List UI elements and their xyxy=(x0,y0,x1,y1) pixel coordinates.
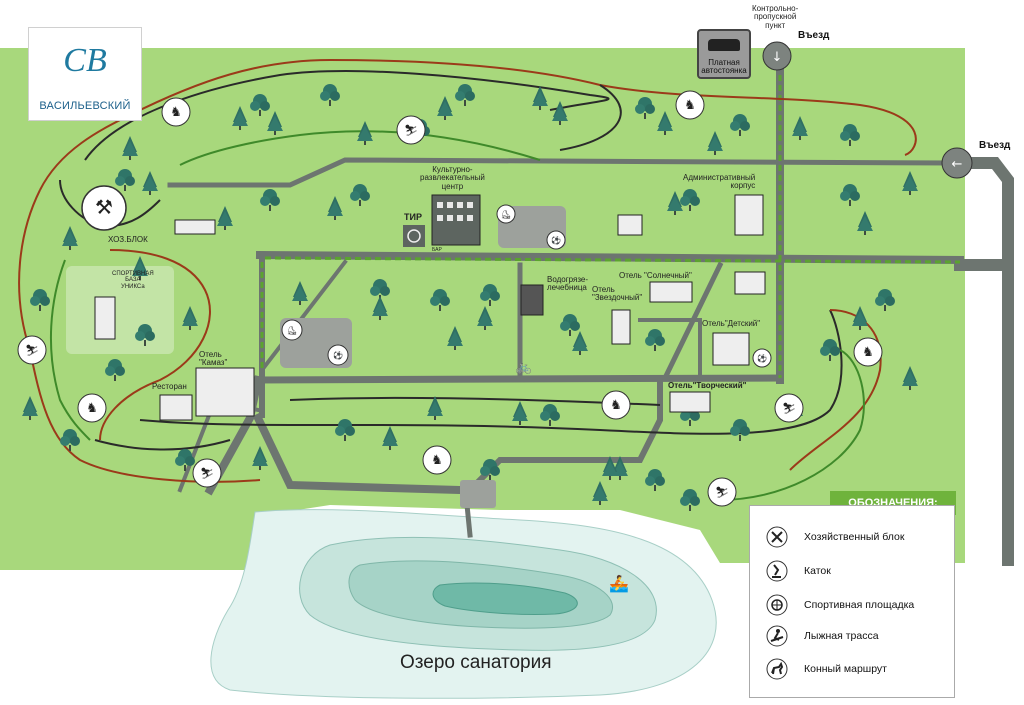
svg-text:♞: ♞ xyxy=(86,401,98,416)
paid-parking: Платная автостоянка xyxy=(697,29,751,79)
svg-text:⛸: ⛸ xyxy=(287,326,297,335)
svg-text:⛸: ⛸ xyxy=(501,210,511,219)
culture-center-label: Культурно- развлекательный центр xyxy=(420,165,485,191)
legend-label: Каток xyxy=(804,565,831,577)
legend-item: Конный маршрут xyxy=(766,656,887,682)
svg-text:⚽: ⚽ xyxy=(756,353,767,363)
mud-clinic-building xyxy=(520,284,544,316)
car-icon xyxy=(708,39,740,51)
admin-building xyxy=(734,194,764,236)
legend-item: Каток xyxy=(766,558,831,584)
hotel-solnechny-label: Отель "Солнечный" xyxy=(619,271,692,280)
legend-label: Хозяйственный блок xyxy=(804,531,905,543)
hotel-tvorchesky-building xyxy=(669,391,711,413)
svg-text:🚣: 🚣 xyxy=(609,574,629,593)
restaurant-building xyxy=(159,394,193,421)
svg-text:♞: ♞ xyxy=(862,345,874,360)
trail-markers: ♞ ♞ ⛷ ⛷ ♞ ⛷ ♞ ♞ ⛷ ♞ ⛷ ⚒ ⛸ ⚽ ⛸ ⚽ ⚽ 🚣 🚲 xyxy=(17,90,883,593)
checkpoint-label: Контрольно- пропускной пункт xyxy=(752,4,799,30)
hoz-block-building xyxy=(174,219,216,235)
svg-text:⚒: ⚒ xyxy=(95,195,113,219)
entry-top-label: Въезд xyxy=(798,30,830,41)
house-building xyxy=(617,214,643,236)
logo: СВ ВАСИЛЬЕВСКИЙ xyxy=(28,27,142,121)
hotel-solnechny-building xyxy=(649,281,693,303)
svg-text:↓: ↓ xyxy=(772,50,783,65)
logo-name: ВАСИЛЬЕВСКИЙ xyxy=(39,100,131,112)
hotel-tvorchesky-label: Отель"Творческий" xyxy=(668,381,747,390)
svg-text:⛷: ⛷ xyxy=(25,344,39,357)
svg-text:⛷: ⛷ xyxy=(715,486,729,499)
svg-text:⛷: ⛷ xyxy=(404,124,418,137)
svg-text:🚲: 🚲 xyxy=(516,360,532,375)
sport-base-label: СПОРТИВНАЯ БАЗА УНИКСа xyxy=(112,271,154,290)
hotel-kamaz-building xyxy=(195,367,255,417)
entry-right-label: Въезд xyxy=(979,140,1011,151)
hoz-block-label: ХОЗ.БЛОК xyxy=(108,235,148,244)
sports-ground-icon xyxy=(766,594,788,616)
sport-base-building xyxy=(94,296,116,340)
svg-text:⚽: ⚽ xyxy=(332,350,343,360)
horse-icon xyxy=(766,658,788,680)
legend-item: Спортивная площадка xyxy=(766,592,914,618)
svg-text:♞: ♞ xyxy=(684,98,696,113)
admin-label: Административный корпус xyxy=(683,173,756,191)
mud-clinic-label: Водогрязе- лечебница xyxy=(547,275,589,293)
hotel-zvezdny-building xyxy=(611,309,631,345)
pavilion-building xyxy=(734,271,766,295)
legend-item: Лыжная трасса xyxy=(766,623,879,649)
shooting-label: ТИР xyxy=(404,212,422,222)
legend-label: Спортивная площадка xyxy=(804,599,915,611)
bar-label: БАР xyxy=(432,247,442,253)
hotel-zvezdny-label: Отель "Звездочный" xyxy=(592,285,643,303)
svg-text:♞: ♞ xyxy=(431,453,443,468)
boat-pier-area xyxy=(460,480,496,508)
alleys xyxy=(260,75,961,378)
shooting-range-icon xyxy=(403,225,425,247)
lake-label: Озеро санатория xyxy=(400,652,552,673)
hotel-kamaz-label: Отель "Камаз" xyxy=(199,350,228,368)
tools-icon xyxy=(766,526,788,548)
legend-label: Лыжная трасса xyxy=(804,630,879,642)
entry-markers: ↓ ← xyxy=(762,41,973,179)
restaurant-label: Ресторан xyxy=(152,382,187,391)
hotel-detsky-building xyxy=(712,332,750,366)
skating-icon xyxy=(766,560,788,582)
svg-text:♞: ♞ xyxy=(610,398,622,413)
parking-label: Платная автостоянка xyxy=(701,58,747,76)
legend-item: Хозяйственный блок xyxy=(766,524,904,550)
svg-text:⚽: ⚽ xyxy=(550,235,561,245)
svg-text:⛷: ⛷ xyxy=(200,467,214,480)
lake xyxy=(210,509,717,699)
skier-icon xyxy=(766,625,788,647)
legend: Хозяйственный блок Каток Спортивная площ… xyxy=(749,505,955,698)
svg-text:←: ← xyxy=(952,157,963,172)
svg-text:♞: ♞ xyxy=(170,105,182,120)
legend-label: Конный маршрут xyxy=(804,663,887,675)
logo-mark: СВ xyxy=(63,42,107,79)
hotel-detsky-label: Отель"Детский" xyxy=(702,319,761,328)
svg-text:⛷: ⛷ xyxy=(782,402,796,415)
